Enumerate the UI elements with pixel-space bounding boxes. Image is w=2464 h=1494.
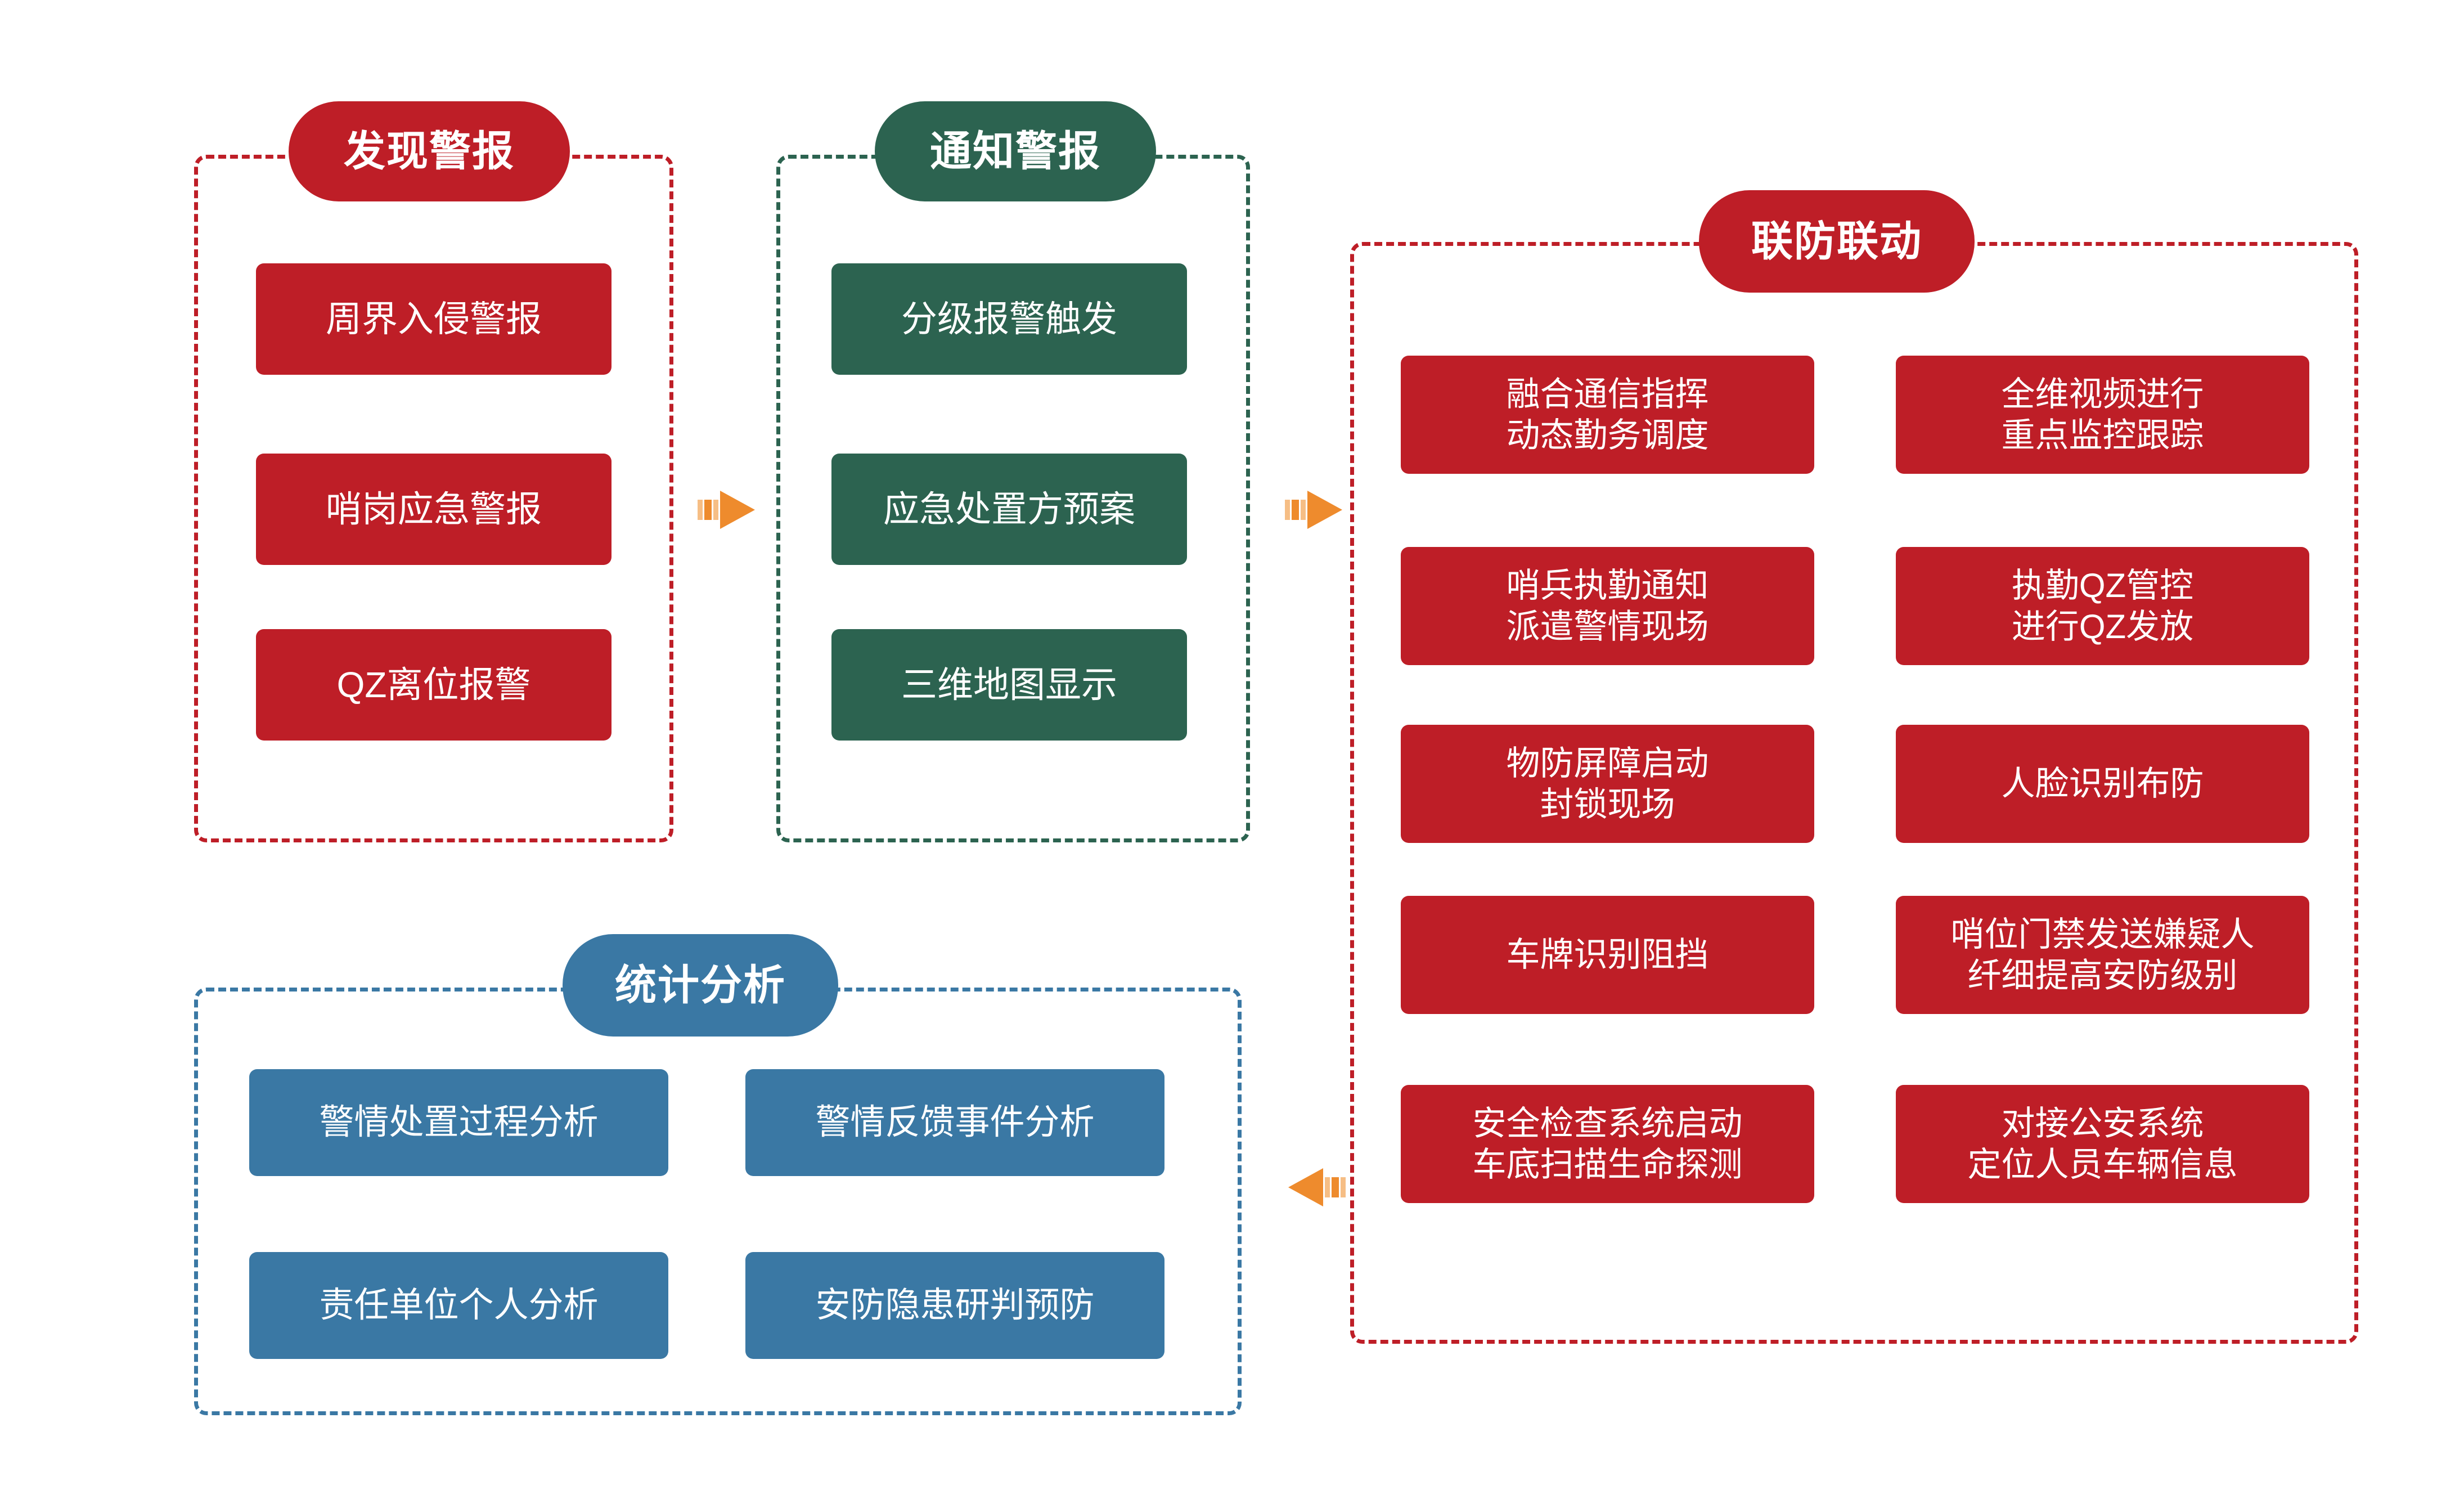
stats-right-item-0-label: 警情反馈事件分析 xyxy=(815,1103,1095,1142)
stats-right-item-0[interactable]: 警情反馈事件分析 xyxy=(745,1069,1164,1176)
detect-item-2-label: QZ离位报警 xyxy=(336,664,531,705)
joint-left-item-4[interactable]: 安全检查系统启动 车底扫描生命探测 xyxy=(1401,1085,1814,1203)
detect-item-1[interactable]: 哨岗应急警报 xyxy=(256,454,611,565)
notify-item-2-label: 三维地图显示 xyxy=(901,664,1117,705)
notify-item-2[interactable]: 三维地图显示 xyxy=(831,629,1187,741)
arrow-right-icon-notify-to-joint xyxy=(1285,491,1342,529)
joint-left-item-0-label: 融合通信指挥 动态勤务调度 xyxy=(1506,375,1709,454)
joint-right-item-4-label: 对接公安系统 定位人员车辆信息 xyxy=(1967,1104,2238,1183)
group-header-joint: 联防联动 xyxy=(1699,190,1975,293)
stats-left-item-0-label: 警情处置过程分析 xyxy=(319,1103,599,1142)
joint-left-item-1-label: 哨兵执勤通知 派遣警情现场 xyxy=(1506,566,1709,645)
joint-right-item-0-label: 全维视频进行 重点监控跟踪 xyxy=(2001,375,2204,454)
stats-left-item-1[interactable]: 责任单位个人分析 xyxy=(249,1252,668,1359)
joint-left-item-3-label: 车牌识别阻挡 xyxy=(1506,936,1709,974)
joint-left-item-3[interactable]: 车牌识别阻挡 xyxy=(1401,896,1814,1014)
notify-item-1[interactable]: 应急处置方预案 xyxy=(831,454,1187,565)
joint-left-item-2-label: 物防屏障启动 封锁现场 xyxy=(1506,744,1709,823)
stats-right-item-1[interactable]: 安防隐患研判预防 xyxy=(745,1252,1164,1359)
joint-right-item-1-label: 执勤QZ管控 进行QZ发放 xyxy=(2011,566,2194,645)
joint-left-item-0[interactable]: 融合通信指挥 动态勤务调度 xyxy=(1401,356,1814,474)
joint-right-item-1[interactable]: 执勤QZ管控 进行QZ发放 xyxy=(1896,547,2309,665)
joint-left-item-4-label: 安全检查系统启动 车底扫描生命探测 xyxy=(1472,1104,1743,1183)
joint-right-item-0[interactable]: 全维视频进行 重点监控跟踪 xyxy=(1896,356,2309,474)
group-header-detect: 发现警报 xyxy=(289,101,570,201)
stats-right-item-1-label: 安防隐患研判预防 xyxy=(815,1286,1095,1325)
detect-item-2[interactable]: QZ离位报警 xyxy=(256,629,611,741)
joint-left-item-1[interactable]: 哨兵执勤通知 派遣警情现场 xyxy=(1401,547,1814,665)
notify-item-1-label: 应急处置方预案 xyxy=(883,488,1135,530)
detect-item-0[interactable]: 周界入侵警报 xyxy=(256,263,611,375)
detect-item-0-label: 周界入侵警报 xyxy=(326,298,542,339)
group-header-stats: 统计分析 xyxy=(563,934,838,1037)
group-header-notify: 通知警报 xyxy=(875,101,1156,201)
joint-right-item-4[interactable]: 对接公安系统 定位人员车辆信息 xyxy=(1896,1085,2309,1203)
joint-right-item-3-label: 哨位门禁发送嫌疑人 纤细提高安防级别 xyxy=(1950,915,2255,994)
arrow-right-icon-detect-to-notify xyxy=(698,491,755,529)
arrow-left-icon-joint-to-stats xyxy=(1288,1168,1346,1206)
joint-right-item-2-label: 人脸识别布防 xyxy=(2001,765,2204,803)
joint-right-item-3[interactable]: 哨位门禁发送嫌疑人 纤细提高安防级别 xyxy=(1896,896,2309,1014)
detect-item-1-label: 哨岗应急警报 xyxy=(326,488,542,530)
joint-left-item-2[interactable]: 物防屏障启动 封锁现场 xyxy=(1401,725,1814,843)
stats-left-item-0[interactable]: 警情处置过程分析 xyxy=(249,1069,668,1176)
notify-item-0-label: 分级报警触发 xyxy=(901,298,1117,339)
notify-item-0[interactable]: 分级报警触发 xyxy=(831,263,1187,375)
joint-right-item-2[interactable]: 人脸识别布防 xyxy=(1896,725,2309,843)
stats-left-item-1-label: 责任单位个人分析 xyxy=(319,1286,599,1325)
